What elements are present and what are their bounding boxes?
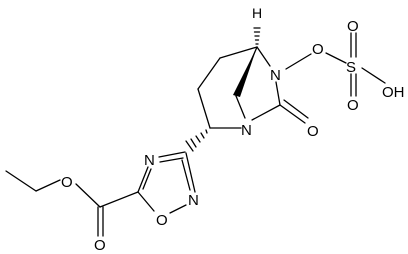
atom-o-link: O (312, 41, 324, 58)
atom-labels: H N N O S O O OH O N N O O O (61, 5, 405, 254)
atom-n-oxadiazole-3: N (144, 152, 155, 169)
atom-o-ester: O (61, 174, 73, 191)
bond-c7-o-carbonyl-b (283, 99, 309, 119)
bond-ch2-ch3 (5, 170, 37, 192)
bond-n6-c5 (256, 46, 271, 67)
bond-n2-c3-b (181, 159, 191, 191)
atom-o-sulfonyl-bottom: O (347, 97, 359, 114)
atom-o-sulfonyl-top: O (347, 18, 359, 35)
bond-c5-o1 (137, 191, 155, 212)
bond-c3-n4-a (158, 151, 186, 158)
atom-h-stereo: H (252, 5, 262, 21)
bond-n1-c7 (251, 104, 281, 121)
atom-n-oxadiazole-2: N (188, 192, 199, 209)
bond-c3-c2 (197, 88, 211, 129)
stereo-wedge-c5-c8 (233, 47, 257, 97)
hashed-bond-c5-h (253, 27, 261, 45)
bond-o-ch2 (35, 179, 61, 192)
bond-c5-n4-inner (142, 168, 152, 190)
ester-bonds (5, 170, 139, 237)
hashed-bond-c2-oxadiazole (185, 129, 208, 152)
bond-ring-carbonyl (99, 191, 139, 208)
sulfate-bonds (285, 32, 386, 97)
bond-c5-c4 (219, 46, 258, 59)
bond-c7-n6 (275, 81, 281, 106)
bond-s-oh (361, 67, 386, 84)
bond-c8-n1 (235, 95, 246, 119)
atom-o-oxadiazole-1: O (156, 212, 168, 229)
atom-o-ester-carbonyl: O (94, 237, 106, 254)
atom-oh-group: OH (382, 84, 405, 101)
atom-s-sulfur: S (346, 59, 356, 76)
bond-o1-n2 (169, 204, 187, 214)
bicyclic-core-bonds (197, 46, 309, 129)
bond-carbonyl-o-ester (75, 183, 101, 208)
bond-c7-o-carbonyl-a (279, 104, 306, 124)
oxadiazole-bonds (137, 151, 196, 214)
bond-n4-c5 (137, 166, 149, 193)
bond-c4-c3 (197, 57, 221, 90)
atom-o-carbonyl-lactam: O (307, 123, 319, 140)
atom-n-bridge-right: N (270, 67, 281, 84)
bond-c3-n4-b (159, 157, 184, 163)
bond-n6-o (285, 53, 312, 70)
bond-n2-c3-a (185, 152, 196, 193)
atom-n-bridge-left: N (241, 122, 252, 139)
bond-o-s (325, 52, 347, 64)
